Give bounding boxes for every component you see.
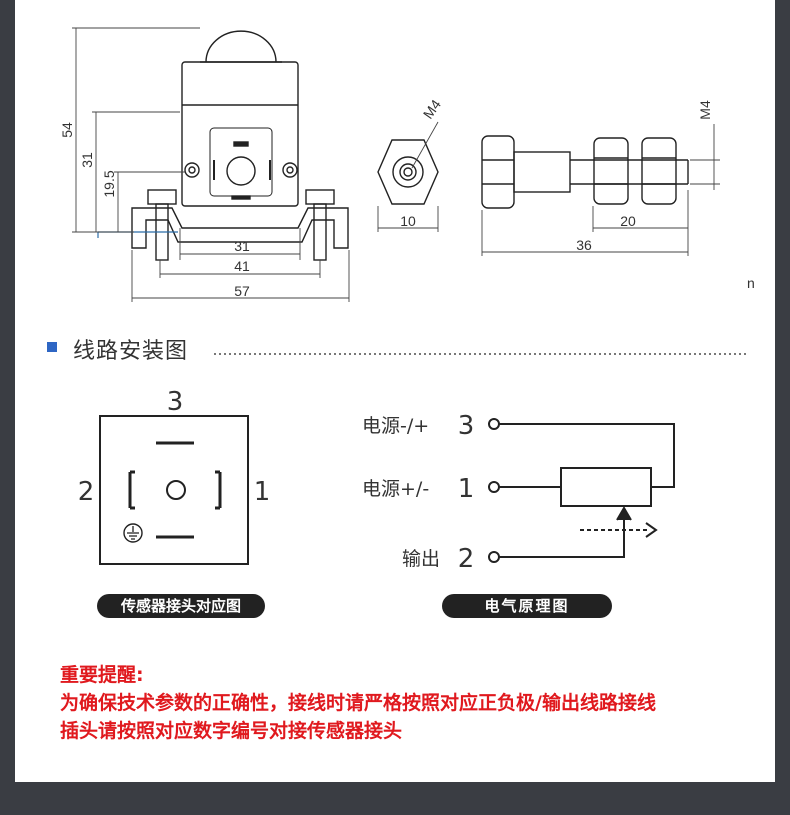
dim-width-inner: 31 xyxy=(234,238,250,254)
dome-cap xyxy=(205,30,277,63)
notice-line-2: 插头请按照对应数字编号对接传感器接头 xyxy=(60,720,403,742)
notice-heading: 重要提醒: xyxy=(60,664,144,686)
schematic-caption: 电气原理图 xyxy=(442,594,612,618)
section-marker xyxy=(47,342,57,352)
schematic-row3-label: 输出 xyxy=(402,548,440,570)
dim-side-thread: M4 xyxy=(697,100,713,120)
dim-side-thread-len: 20 xyxy=(620,213,636,229)
schematic-row1-label: 电源-/+ xyxy=(362,415,429,437)
notice-line-1: 为确保技术参数的正确性，接线时请严格按照对应正负极/输出线路接线 xyxy=(60,692,656,714)
stray-mark: n xyxy=(747,275,755,291)
stud-side-view xyxy=(481,135,689,209)
connector-pin-left: 2 xyxy=(78,477,95,507)
dim-hex-width: 10 xyxy=(400,213,416,229)
dim-side-total: 36 xyxy=(576,237,592,253)
content-card xyxy=(15,0,775,782)
connector-pin-right: 1 xyxy=(254,477,271,507)
schematic-row3-pin: 2 xyxy=(458,544,475,574)
schematic-diagram xyxy=(488,418,675,563)
dim-width-mid: 41 xyxy=(234,258,250,274)
sensor-housing xyxy=(181,61,299,207)
dim-width-total: 57 xyxy=(234,283,250,299)
schematic-row2-label: 电源+/- xyxy=(362,478,429,500)
connector-diagram xyxy=(99,415,249,565)
dim-height-total: 54 xyxy=(59,122,75,138)
hex-nut-view xyxy=(377,139,439,205)
dim-height-mid: 31 xyxy=(79,152,95,168)
schematic-row2-pin: 1 xyxy=(458,474,475,504)
dim-height-low: 19.5 xyxy=(101,170,117,197)
section-title: 线路安装图 xyxy=(73,339,189,364)
schematic-row1-pin: 3 xyxy=(458,411,475,441)
ground-icon xyxy=(123,523,143,543)
connector-caption: 传感器接头对应图 xyxy=(97,594,265,618)
dim-hex-thread: M4 xyxy=(420,96,444,121)
connector-pin-top: 3 xyxy=(167,387,184,417)
